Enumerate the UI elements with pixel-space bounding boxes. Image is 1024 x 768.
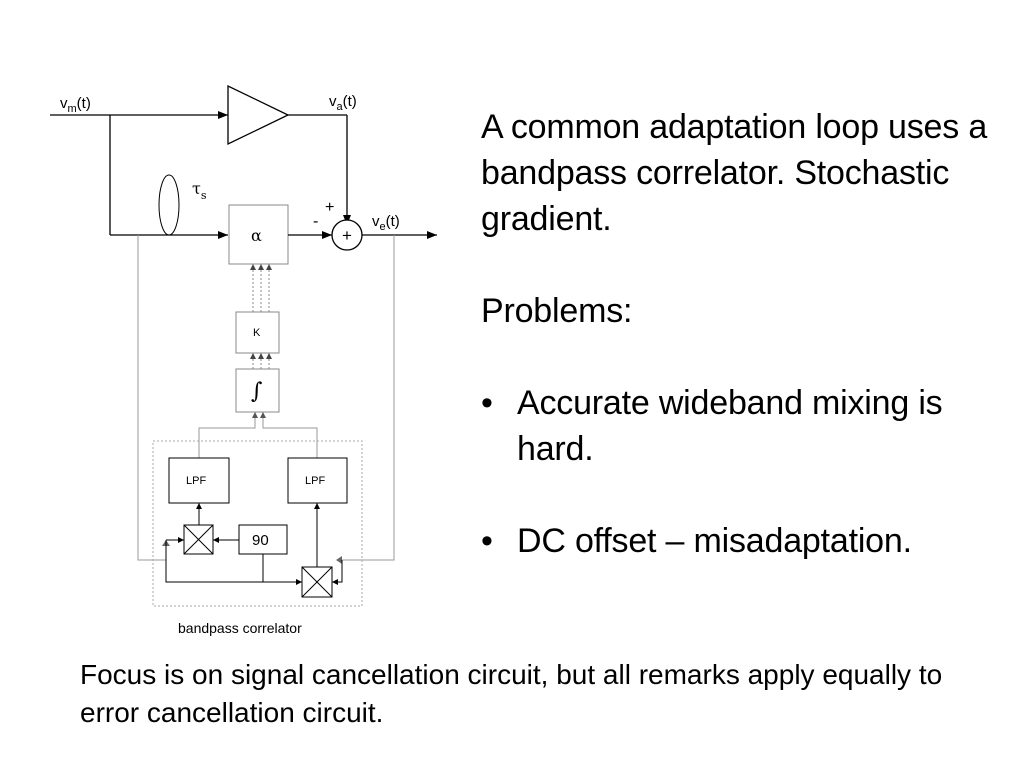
caption-bandpass-correlator: bandpass correlator [178,620,302,636]
k-gain-block [235,311,280,354]
bullet-dot: • [481,522,493,560]
bullet-item: • Accurate wideband mixing is hard. [481,380,1011,472]
bullet-text: Accurate wideband mixing is hard. [517,384,943,468]
problems-heading-word: Problems [481,292,624,330]
label-phase-shift: 90 [252,532,269,549]
label-k: K [253,327,261,339]
slide-text: A common adaptation loop uses a bandpass… [481,104,1011,564]
label-ve: ve(t) [372,213,400,233]
alpha-block [228,204,289,265]
label-lpf-right: LPF [305,475,325,487]
bullet-dot: • [481,384,493,422]
bullet-text: DC offset – misadaptation. [517,522,912,560]
bullet-item: • DC offset – misadaptation. [481,518,1011,564]
lpf-right-block [287,457,348,504]
delay-ellipse [158,174,180,236]
problems-heading: Problems: [481,288,1011,334]
bandpass-correlator-boundary [152,440,363,607]
problems-heading-colon: : [623,292,633,330]
amplifier-triangle [227,84,290,146]
label-plus-input: + [325,199,334,216]
integrator-block [235,368,280,413]
footer-text: Focus is on signal cancellation circuit,… [80,659,943,728]
label-va: va(t) [329,93,357,113]
label-lpf-left: LPF [186,475,206,487]
lpf-left-block [168,457,230,504]
adaptation-loop-diagram: vm(t) va(t) ve(t) τs α + - + K ∫ LPF LPF… [50,84,437,636]
footer-note: Focus is on signal cancellation circuit,… [80,656,960,732]
intro-paragraph: A common adaptation loop uses a bandpass… [481,108,988,238]
label-minus-input: - [313,213,318,230]
summer-symbol: + [342,226,352,245]
phase-shift-block [238,524,288,555]
label-integrator: ∫ [251,379,263,404]
label-vm: vm(t) [60,95,91,115]
label-alpha: α [251,226,262,245]
reference-feedback-wire [137,235,167,561]
label-tau: τs [192,179,207,202]
error-feedback-wire [342,235,395,561]
